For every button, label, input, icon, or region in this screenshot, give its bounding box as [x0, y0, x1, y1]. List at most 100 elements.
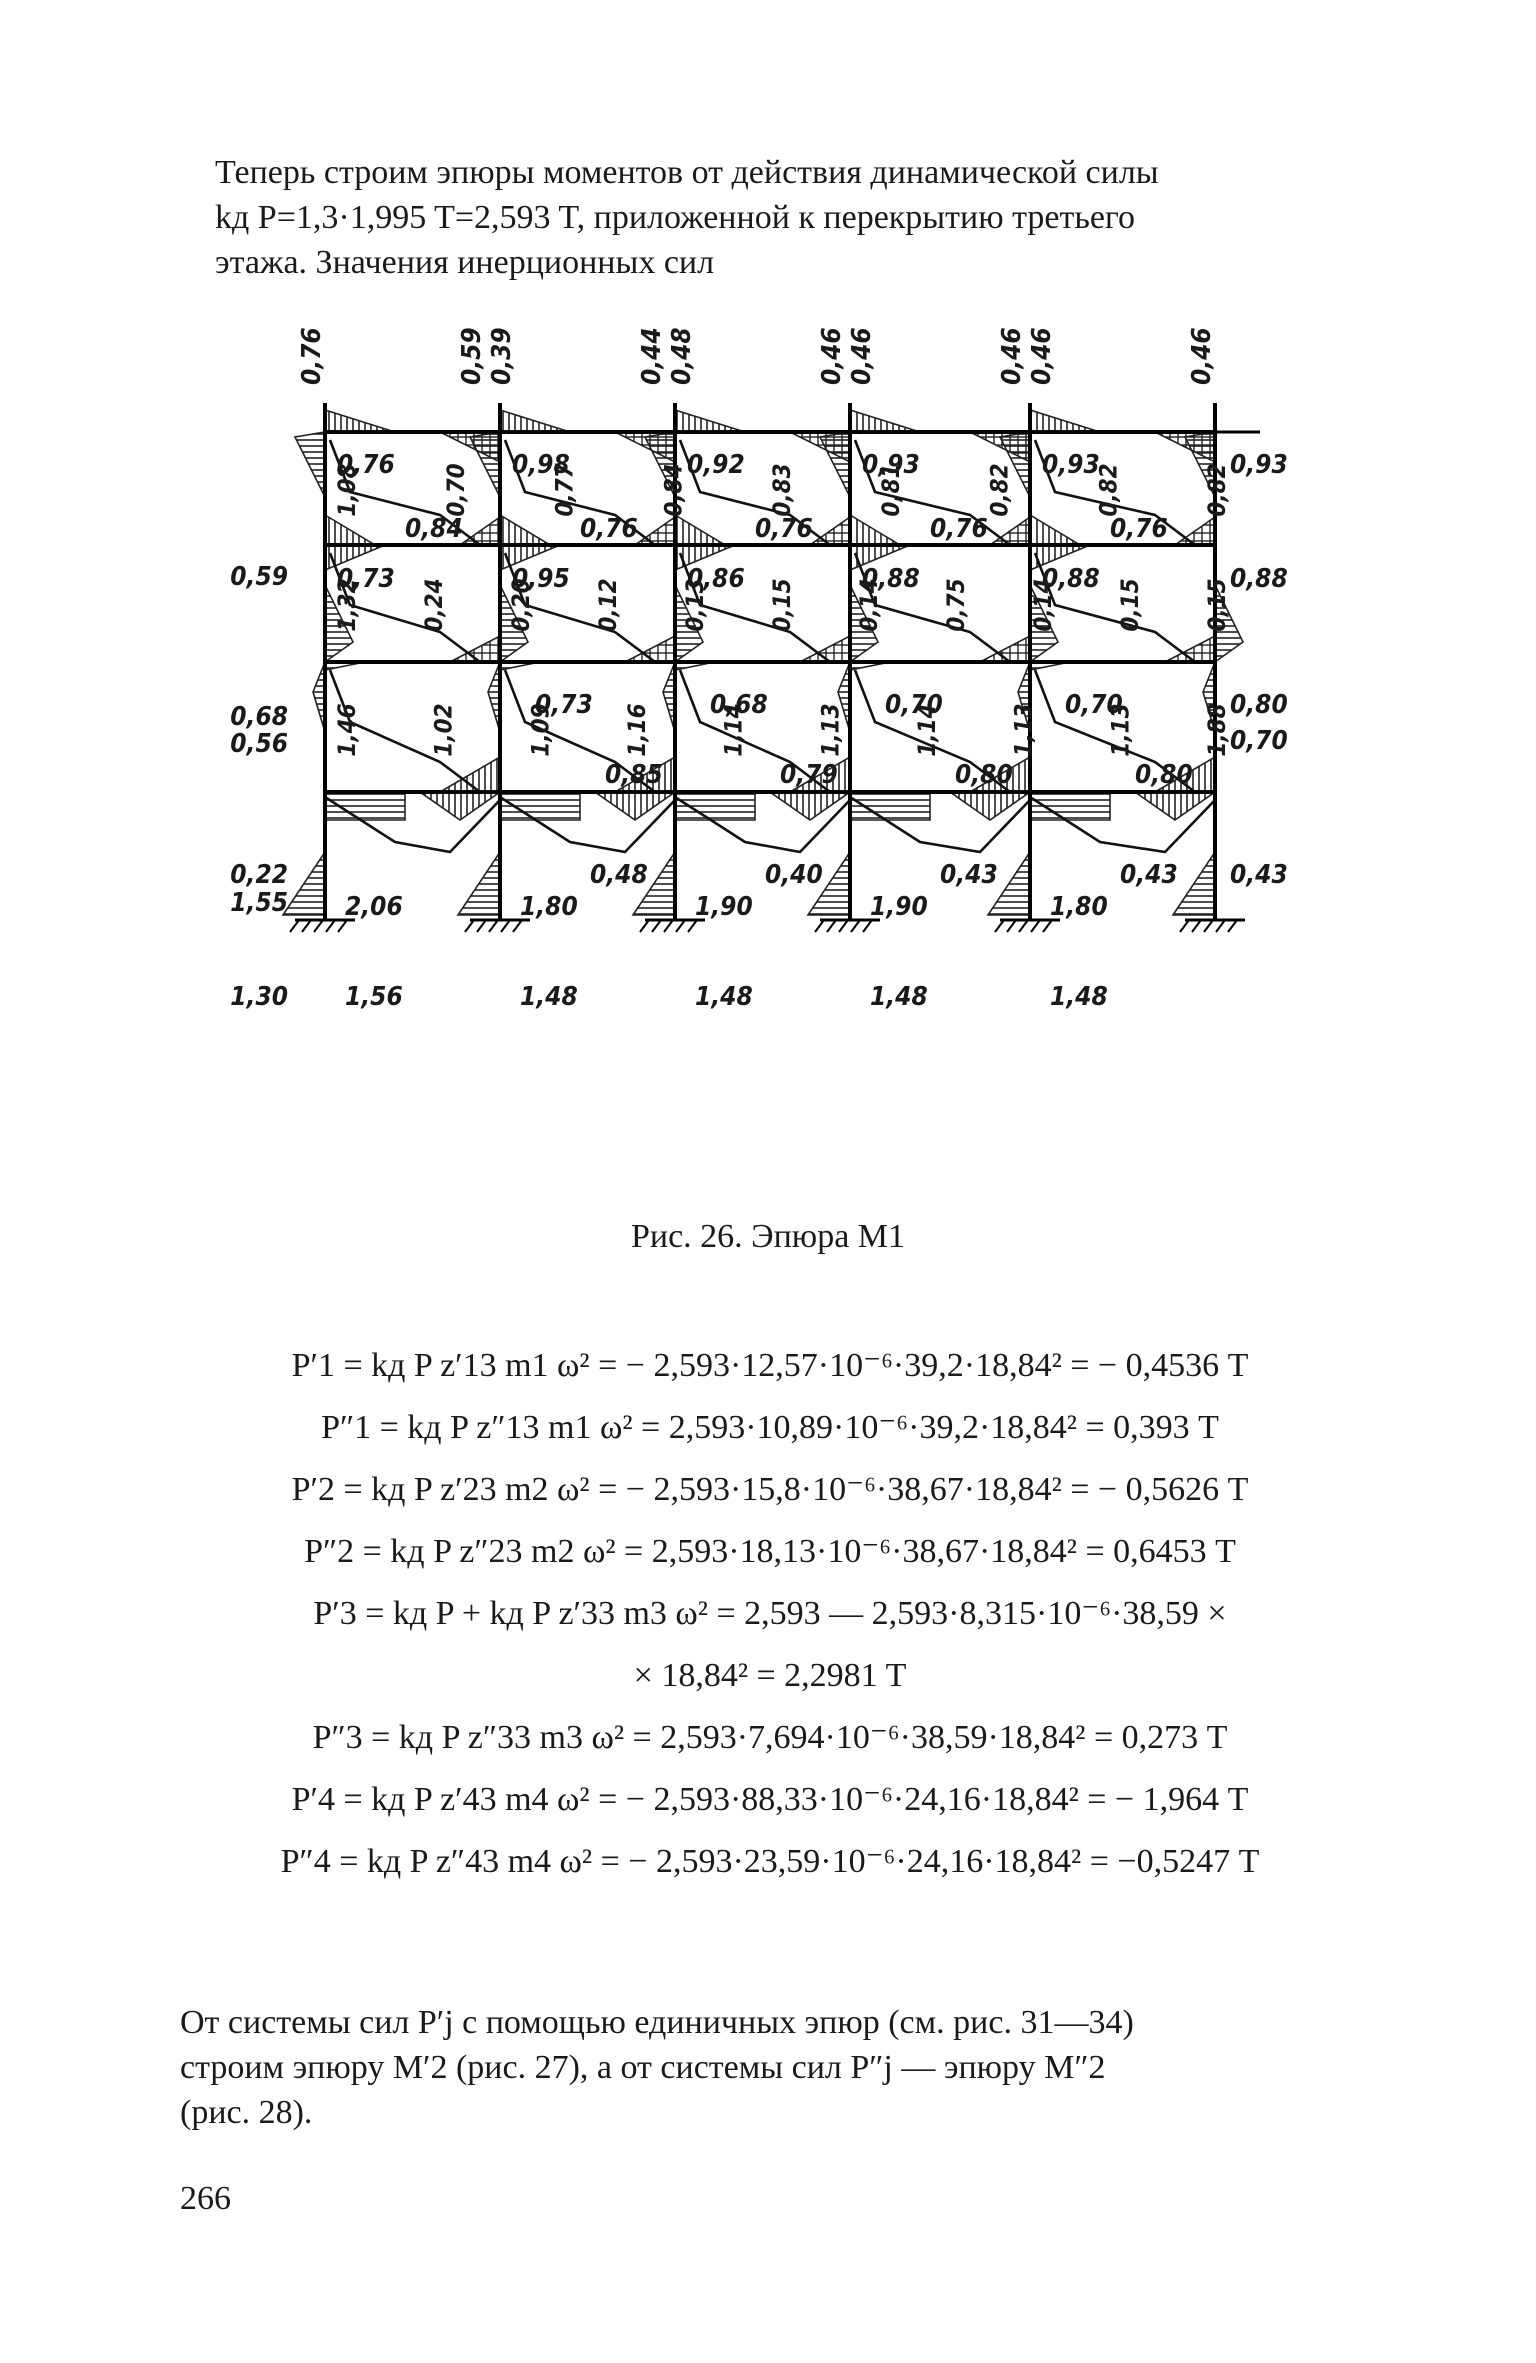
moment-curve: [499, 795, 676, 854]
column-value-label: 0,20: [507, 578, 535, 631]
ground-hatch: [301, 919, 312, 933]
moment-curve: [1033, 439, 1196, 547]
ground-hatch: [325, 919, 336, 933]
moment-area: [1029, 513, 1083, 546]
beam-value-label: 0,95: [512, 564, 570, 594]
right-value-label: 0,93: [1230, 450, 1288, 480]
column-value-label: 0,82: [1094, 463, 1122, 516]
top-value-label: 0,46: [997, 327, 1027, 385]
moment-curve: [678, 439, 831, 547]
ground-hatch: [639, 919, 650, 933]
outro-paragraph: От системы сил P′j с помощью единичных э…: [180, 2000, 1340, 2135]
beam-value-label: 1,80: [1050, 892, 1108, 922]
formula-line: P″4 = kд P z″43 m4 ω² = − 2,593·23,59·10…: [280, 1843, 1260, 1880]
ground-hatch: [289, 919, 300, 933]
moment-area: [324, 408, 396, 433]
moment-curve: [853, 669, 1011, 794]
moment-curve: [328, 439, 481, 547]
left-value-label: 0,68: [230, 702, 288, 732]
column-value-label: 0,83: [768, 463, 796, 516]
column-value-label: 0,82: [1203, 463, 1231, 516]
ground-hatch: [512, 919, 523, 933]
column-value-label: 1,14: [720, 703, 748, 756]
moment-area: [849, 513, 903, 546]
column-value-label: 1,14: [913, 703, 941, 756]
ground-hatch: [663, 919, 674, 933]
ground-hatch: [651, 919, 662, 933]
top-value-label: 0,46: [1027, 327, 1057, 385]
moment-area: [293, 431, 326, 498]
beam-value-label: 0,43: [940, 860, 998, 890]
beam-value-label: 2,06: [345, 892, 403, 922]
formula-line: P′1 = kд P z′13 m1 ω² = − 2,593·12,57·10…: [291, 1347, 1249, 1384]
ground-hatch: [850, 919, 861, 933]
left-value-label: 0,56: [230, 729, 288, 759]
formula-line: P″2 = kд P z″23 m2 ω² = 2,593·18,13·10⁻⁶…: [304, 1533, 1236, 1570]
ground-hatch: [488, 919, 499, 933]
moment-area: [281, 849, 326, 916]
right-value-label: 0,43: [1230, 860, 1288, 890]
ground-hatch: [337, 919, 348, 933]
beam-value-label: 1,90: [695, 892, 753, 922]
column-value-label: 0,15: [768, 578, 796, 631]
moment-area: [468, 431, 501, 498]
moment-area: [437, 755, 501, 793]
left-value-label: 0,59: [230, 562, 288, 592]
diagram-areas: [281, 408, 1245, 916]
beam-value-label: 0,70: [885, 690, 943, 720]
moment-curve: [853, 439, 1011, 547]
top-value-label: 0,46: [847, 327, 877, 385]
beam-value-label: 0,86: [687, 564, 745, 594]
beam-value-label: 1,90: [870, 892, 928, 922]
formula-line: P′3 = kд P + kд P z′33 m3 ω² = 2,593 — 2…: [313, 1595, 1227, 1632]
moment-curve: [1029, 795, 1216, 854]
ground-hatch: [826, 919, 837, 933]
beam-value-label: 1,48: [520, 982, 578, 1012]
ground-hatch: [838, 919, 849, 933]
beam-value-label: 0,92: [687, 450, 745, 480]
column-value-label: 1,09: [526, 703, 554, 756]
moment-area: [987, 515, 1031, 546]
left-value-label: 0,22: [230, 860, 288, 890]
moment-area: [592, 791, 678, 821]
column-value-label: 0,14: [1029, 578, 1057, 631]
moment-area: [767, 791, 853, 821]
column-value-label: 0,14: [855, 578, 883, 631]
column-value-label: 0,82: [986, 463, 1014, 516]
moment-area: [1171, 849, 1216, 916]
column-value-label: 1,02: [430, 703, 458, 756]
moment-area: [499, 513, 553, 546]
moment-curve: [1033, 552, 1196, 664]
moment-curve: [324, 795, 501, 854]
beam-value-label: 0,79: [780, 760, 838, 790]
ground-hatch: [476, 919, 487, 933]
beam-value-label: 0,43: [1120, 860, 1178, 890]
moment-curve: [503, 669, 656, 794]
moment-area: [417, 791, 503, 821]
right-value-label: 0,88: [1230, 564, 1288, 594]
beam-value-label: 0,76: [930, 514, 988, 544]
ground-hatch: [1179, 919, 1190, 933]
beam-value-label: 0,76: [1110, 514, 1168, 544]
formula-line: P′2 = kд P z′23 m2 ω² = − 2,593·15,8·10⁻…: [291, 1471, 1249, 1508]
formula-block: P′1 = kд P z′13 m1 ω² = − 2,593·12,57·10…: [170, 1335, 1370, 1893]
beam-value-label: 0,88: [862, 564, 920, 594]
beam-value-label: 0,68: [710, 690, 768, 720]
ground-hatch: [994, 919, 1005, 933]
column-value-label: 0,12: [594, 578, 622, 631]
moment-area: [1029, 408, 1101, 433]
moment-curve: [674, 795, 851, 854]
intro-line-1: Теперь строим эпюры моментов от действия…: [215, 154, 1159, 191]
ground-hatch: [1203, 919, 1214, 933]
moment-area: [807, 515, 851, 546]
beam-value-label: 0,76: [755, 514, 813, 544]
beam-value-label: 0,93: [862, 450, 920, 480]
ground-hatch: [1215, 919, 1226, 933]
ground-hatch: [1030, 919, 1041, 933]
column-value-label: 1,13: [816, 703, 844, 756]
column-value-label: 1,46: [333, 703, 361, 756]
beam-value-label: 1,48: [870, 982, 928, 1012]
